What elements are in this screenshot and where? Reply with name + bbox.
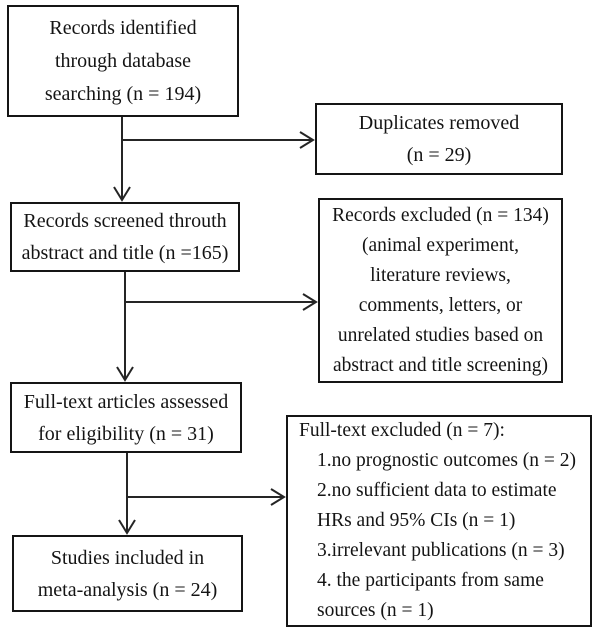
box-studies-included: Studies included in meta-analysis (n = 2… (12, 535, 243, 612)
box-text-line: 1.no prognostic outcomes (n = 2) (317, 450, 577, 471)
box-fulltext-assessed: Full-text articles assessed for eligibil… (10, 382, 242, 453)
box-text-line: 2.no sufficient data to estimate (317, 480, 557, 501)
box-text-line: Records identified (49, 16, 197, 39)
arrow-down-icon (113, 186, 131, 202)
box-duplicates-removed: Duplicates removed (n = 29) (315, 103, 563, 175)
box-text-line: for eligibility (n = 31) (38, 422, 214, 445)
arrow-right-icon (299, 131, 315, 149)
arrow-down-icon (118, 519, 136, 535)
box-records-identified: Records identified through database sear… (7, 5, 239, 117)
box-records-excluded: Records excluded (n = 134) (animal exper… (318, 198, 563, 383)
arrow-right-icon (302, 293, 318, 311)
box-text-line: Full-text excluded (n = 7): (299, 420, 505, 441)
box-text-line: 3.irrelevant publications (n = 3) (317, 540, 565, 561)
box-records-screened: Records screened throuth abstract and ti… (10, 202, 240, 272)
box-text-line: Records screened throuth (23, 210, 227, 232)
box-text-line: Duplicates removed (358, 112, 520, 134)
box-text-line: HRs and 95% CIs (n = 1) (317, 510, 516, 531)
box-text-line: comments, letters, or (358, 294, 523, 316)
box-text-line: 4. the participants from same (317, 570, 544, 591)
arrow-down-icon (116, 366, 134, 382)
box-text-line: literature reviews, (370, 264, 511, 286)
box-text-line: through database (54, 49, 192, 72)
box-text-line: abstract and title screening) (333, 354, 548, 376)
box-text-line: unrelated studies based on (337, 324, 544, 346)
box-text-line: Records excluded (n = 134) (332, 204, 549, 226)
box-text-line: abstract and title (n =165) (21, 242, 229, 264)
box-text-line: Studies included in (50, 546, 205, 569)
box-text-line: (animal experiment, (361, 234, 520, 256)
box-text-line: Full-text articles assessed (23, 390, 229, 413)
arrow-right-icon (270, 488, 286, 506)
box-text-line: (n = 29) (406, 144, 472, 166)
box-fulltext-excluded: Full-text excluded (n = 7): 1.no prognos… (286, 415, 592, 627)
box-text-line: sources (n = 1) (317, 600, 434, 621)
box-text-line: meta-analysis (n = 24) (37, 578, 218, 601)
box-text-line: searching (n = 194) (44, 82, 202, 105)
